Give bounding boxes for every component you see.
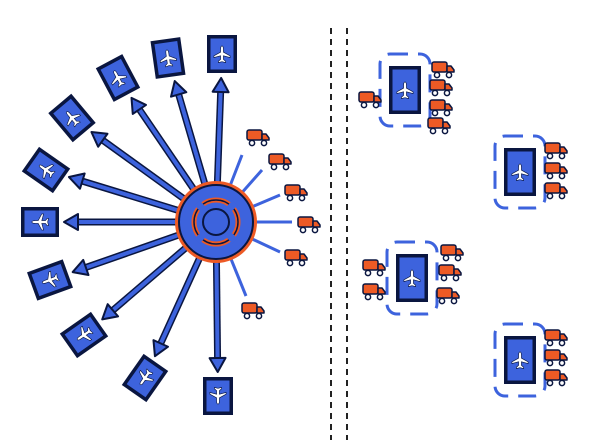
gate-group-4 bbox=[493, 322, 568, 398]
hub-gates bbox=[21, 35, 237, 415]
gate-7 bbox=[27, 259, 73, 301]
gate-group-2 bbox=[493, 134, 568, 210]
gate-8 bbox=[59, 311, 109, 359]
gate-group-1 bbox=[358, 52, 455, 135]
gate-4 bbox=[48, 93, 96, 143]
central-hub-icon bbox=[175, 181, 257, 263]
gate-6 bbox=[21, 207, 59, 237]
gate-10 bbox=[203, 377, 233, 415]
dashed-dock-outline bbox=[385, 240, 439, 316]
gate bbox=[389, 66, 421, 114]
gate-group-3 bbox=[362, 240, 464, 316]
gate-2 bbox=[150, 37, 186, 79]
section-divider bbox=[330, 28, 348, 440]
gate-1 bbox=[207, 35, 237, 73]
decentralized-section bbox=[358, 52, 568, 398]
gate bbox=[504, 148, 536, 196]
gate-5 bbox=[21, 146, 71, 194]
gate bbox=[396, 254, 428, 302]
gate-9 bbox=[121, 353, 169, 403]
hub-and-spoke-section bbox=[21, 35, 321, 415]
gate-3 bbox=[95, 54, 141, 102]
gate bbox=[504, 336, 536, 384]
